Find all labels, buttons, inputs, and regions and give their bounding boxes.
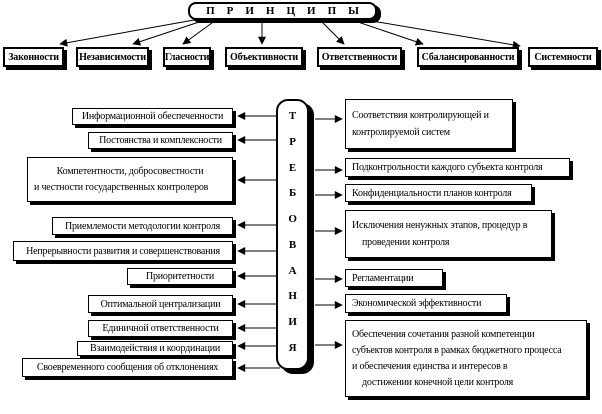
requirement-label: Приемлемости методологии контроля <box>64 220 221 232</box>
requirement-left-box: Единичной ответственности <box>88 320 233 337</box>
requirement-left-box: Оптимальной централизации <box>88 295 233 313</box>
requirements-letter: Т <box>288 110 297 122</box>
requirement-right-box: Регламентации <box>345 269 443 287</box>
requirement-label: Регламентации <box>352 272 414 284</box>
requirement-right-box: Обеспечения сочетания разной компетенции… <box>345 320 587 397</box>
requirements-letter: Б <box>288 187 297 200</box>
requirement-left-box: Компетентности, добросовестности и честн… <box>27 157 233 202</box>
principle-box-glasnosti: Гласности <box>163 47 211 67</box>
requirements-spine-box: Т Р Е Б О В А Н И Я <box>276 99 309 370</box>
requirement-left-box: Непрерывности развития и совершенствован… <box>13 241 233 261</box>
requirement-right-box: Соответствия контролирующей и контролиру… <box>345 99 513 149</box>
requirements-right-arrows <box>315 115 343 349</box>
requirement-label-line: Компетентности, добросовестности <box>56 166 204 177</box>
requirement-label-line: Обеспечения сочетания разной компетенции <box>352 329 535 340</box>
principle-label: Системности <box>534 51 592 63</box>
principle-box-zakonnosti: Законности <box>3 47 64 67</box>
requirement-left-box: Взаимодействия и координации <box>77 341 233 356</box>
requirements-letter: Р <box>289 135 296 148</box>
requirement-label-line: достижении конечной цели контроля <box>362 377 514 388</box>
requirement-left-box: Постоянства и комплексности <box>88 132 233 149</box>
requirement-label: Своевременного сообщения об отклонениях <box>36 362 219 373</box>
requirements-letter: О <box>288 213 297 226</box>
principle-box-nezavisimosti: Независимости <box>76 47 149 67</box>
requirement-label-line: Исключения ненужных этапов, процедур в <box>352 220 528 231</box>
principle-label: Сбалансированности <box>421 51 515 63</box>
requirement-left-box: Приоритетности <box>127 268 233 285</box>
requirement-label: Постоянства и комплексности <box>99 135 222 146</box>
requirement-right-box: Конфиденциальности планов контроля <box>345 184 532 202</box>
requirement-right-box: Экономической эффективности <box>345 294 507 313</box>
requirement-label: Подконтрольности каждого субъекта контро… <box>352 162 543 173</box>
requirement-left-box: Своевременного сообщения об отклонениях <box>22 358 233 377</box>
requirement-left-box: Информационной обеспеченности <box>72 108 233 125</box>
requirements-left-arrows <box>237 112 280 372</box>
requirement-label-line: проведении контроля <box>362 237 450 248</box>
requirements-letter: В <box>288 238 297 251</box>
requirement-label: Единичной ответственности <box>102 323 219 334</box>
requirement-right-box: Исключения ненужных этапов, процедур в п… <box>345 210 552 258</box>
requirement-left-box: Приемлемости методологии контроля <box>52 217 233 235</box>
requirement-label: Оптимальной централизации <box>100 298 221 310</box>
requirement-label-line: субъектов контроля в рамках бюджетного п… <box>352 345 562 356</box>
principle-label: Гласности <box>164 51 210 63</box>
requirements-letter: И <box>288 316 297 329</box>
requirements-letter: А <box>288 264 297 277</box>
requirement-label: Приоритетности <box>145 271 215 282</box>
requirements-letter: Н <box>288 290 297 303</box>
requirement-label: Непрерывности развития и совершенствован… <box>26 245 220 257</box>
principle-box-sistemnosti: Системности <box>528 47 598 67</box>
principle-box-sbalansirovannosti: Сбалансированности <box>417 47 519 67</box>
requirement-label: Информационной обеспеченности <box>81 111 224 122</box>
requirement-label: Конфиденциальности планов контроля <box>352 187 512 199</box>
principle-label: Ответственности <box>321 51 398 63</box>
requirement-label-line: и честности государственных контролеров <box>34 182 209 193</box>
requirement-right-box: Подконтрольности каждого субъекта контро… <box>345 158 570 177</box>
principle-label: Объективности <box>230 51 298 63</box>
principle-box-obektivnosti: Объективности <box>225 47 303 67</box>
requirements-letter: Я <box>288 341 297 354</box>
requirements-letter: Е <box>288 161 297 174</box>
requirement-label: Экономической эффективности <box>352 298 482 309</box>
principles-title: ПРИНЦИПЫ <box>206 4 371 17</box>
principle-label: Независимости <box>79 51 146 63</box>
requirement-label-line: Соответствия контролирующей и <box>352 109 489 121</box>
requirement-label-line: и обеспечения единства и интересов в <box>352 361 508 372</box>
principles-fan-arrows <box>59 19 521 49</box>
principle-box-otvetstvennosti: Ответственности <box>317 47 402 67</box>
principle-label: Законности <box>8 51 59 63</box>
requirement-label-line: контролируемой систем <box>352 127 450 139</box>
principles-title-box: ПРИНЦИПЫ <box>188 2 377 20</box>
requirement-label: Взаимодействия и координации <box>89 343 221 354</box>
